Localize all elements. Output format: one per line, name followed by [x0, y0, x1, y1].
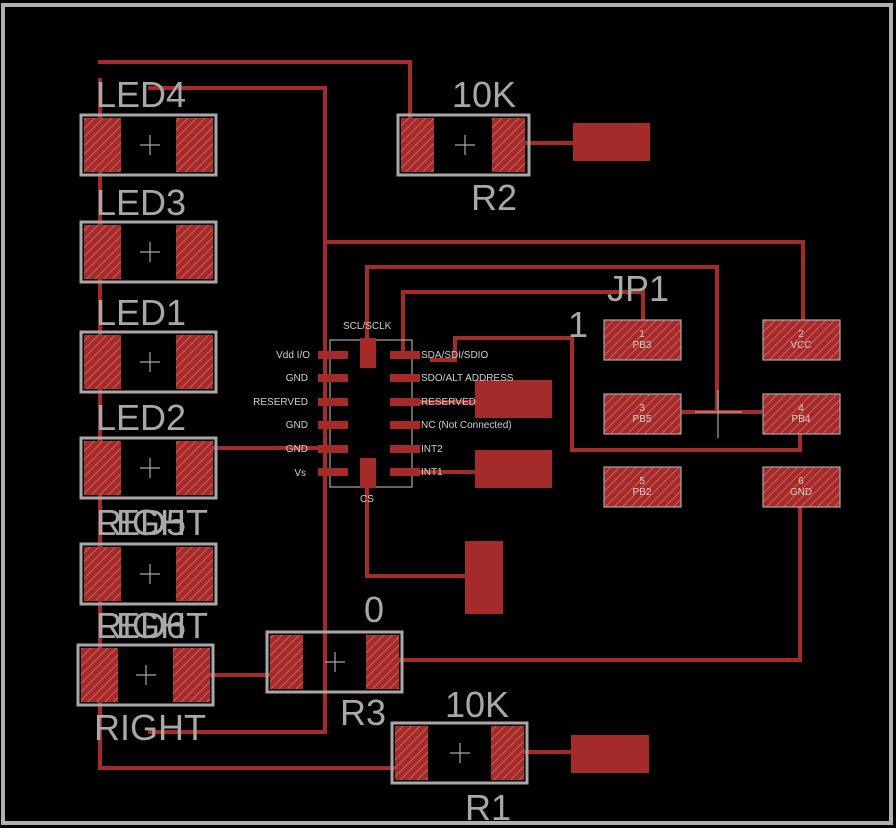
r1-value: 10K: [445, 684, 509, 725]
pad-r1: [571, 735, 649, 773]
hdr-num-6: 6: [798, 476, 804, 487]
pad-chip-b: [475, 450, 552, 488]
r1-label: R1: [465, 787, 511, 828]
hdr-num-4: 4: [798, 403, 804, 414]
chip-right-4: NC (Not Connected): [421, 420, 512, 431]
chip-left-3: RESERVED: [253, 397, 308, 408]
led4-footprint: [79, 113, 218, 177]
chip-left-1: Vdd I/O: [276, 350, 310, 361]
right-label-1: RIGHT: [96, 502, 208, 543]
hdr-label-6: GND: [790, 487, 812, 498]
hdr-label-2: VCC: [790, 340, 811, 351]
led1-footprint: [79, 330, 218, 394]
chip-right-5: INT2: [421, 444, 443, 455]
hdr-num-2: 2: [798, 329, 804, 340]
chip-right-3: RESERVED: [421, 397, 476, 408]
led1-label: LED1: [96, 292, 186, 333]
r2-footprint: [396, 113, 531, 177]
chip-left-5: GND: [286, 444, 308, 455]
chip-right-1: SDA/SDI/SDIO: [421, 350, 488, 361]
hdr-label-3: PB5: [633, 414, 652, 425]
pad-cs: [465, 541, 503, 614]
copper-traces: [98, 60, 805, 770]
jp1-pin1: 1: [568, 304, 588, 345]
led4-label: LED4: [96, 74, 186, 115]
hdr-num-5: 5: [639, 476, 645, 487]
pad-chip-a: [475, 380, 552, 418]
chip-top-label: SCL/SCLK: [343, 321, 392, 332]
hdr-num-1: 1: [639, 329, 645, 340]
r2-label: R2: [471, 177, 517, 218]
r3-footprint: [265, 630, 404, 694]
r1-footprint: [390, 721, 529, 785]
jp1-header: [603, 319, 841, 508]
right-label-3: RIGHT: [94, 707, 206, 748]
jp1-label: JP1: [607, 268, 669, 309]
led6-label: LED6: [96, 605, 186, 646]
pad-r2: [573, 123, 650, 161]
chip-right-2: SDO/ALT ADDRESS: [421, 373, 514, 384]
chip-left-2: GND: [286, 373, 308, 384]
led3-footprint: [79, 220, 218, 284]
hdr-label-1: PB3: [633, 340, 652, 351]
led5-label: LED5: [96, 502, 186, 543]
r2-value: 10K: [452, 74, 516, 115]
led2-footprint: [79, 436, 218, 500]
hdr-label-5: PB2: [633, 487, 652, 498]
board-outline: [1, 3, 893, 825]
accelerometer-chip: [318, 338, 420, 488]
chip-right-6: INT1: [421, 467, 443, 478]
chip-left-4: GND: [286, 420, 308, 431]
r3-value: 0: [364, 589, 384, 630]
chip-bottom-label: CS: [360, 494, 374, 505]
led2-label: LED2: [96, 397, 186, 438]
led3-label: LED3: [96, 182, 186, 223]
hdr-label-4: PB4: [792, 414, 811, 425]
led6-footprint: [76, 643, 215, 707]
right-label-2: RIGHT: [96, 605, 208, 646]
r3-label: R3: [340, 692, 386, 733]
hdr-num-3: 3: [639, 403, 645, 414]
led5-footprint: [79, 542, 218, 606]
chip-left-6: Vs: [294, 468, 306, 479]
